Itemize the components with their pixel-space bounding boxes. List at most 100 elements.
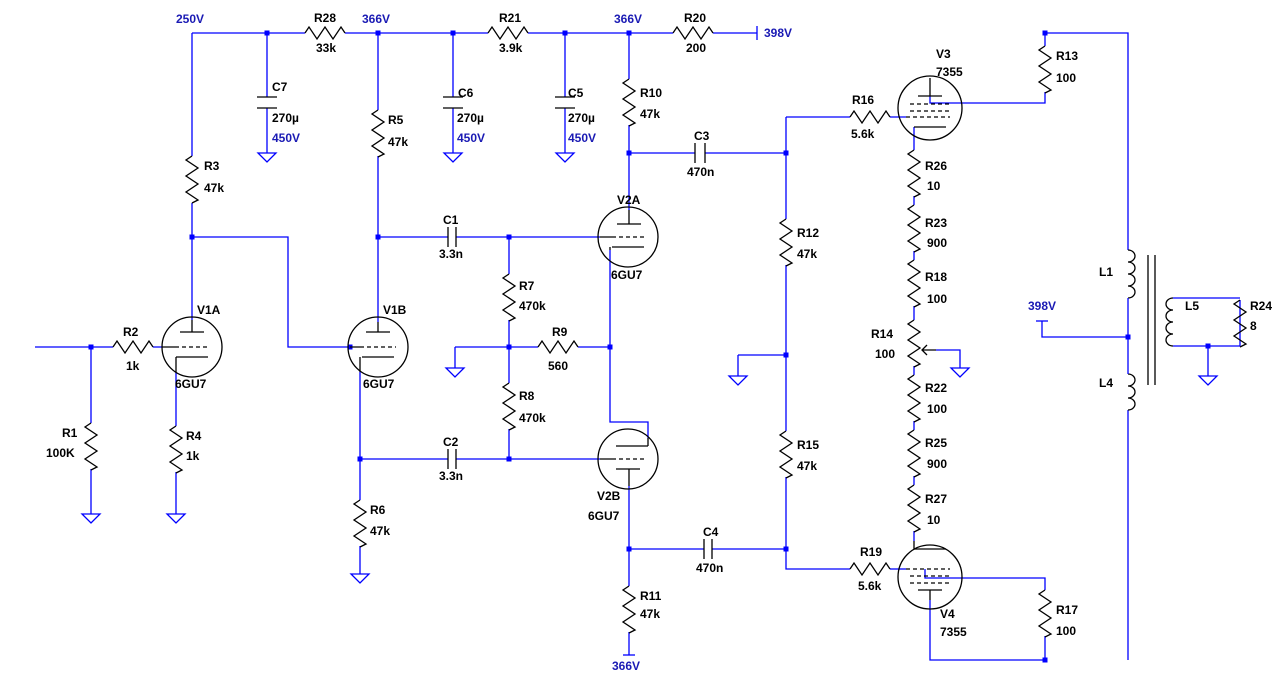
r27-value: 10	[927, 513, 941, 527]
net-label: 398V	[764, 26, 792, 40]
r21-resistor	[487, 25, 529, 41]
r24-name: R24	[1250, 299, 1272, 313]
c7-capacitor	[257, 96, 277, 109]
c7-value: 270µ	[272, 111, 299, 125]
ground-icon	[727, 355, 749, 386]
c3-value: 470n	[687, 165, 714, 179]
ground-icon	[949, 367, 971, 378]
l4-name: L4	[1099, 376, 1113, 390]
net-flags	[623, 26, 1048, 656]
v2a-type: 6GU7	[611, 268, 643, 282]
r10-name: R10	[640, 86, 662, 100]
r13-resistor	[1037, 45, 1053, 94]
ground-icon	[554, 152, 576, 163]
r6-resistor	[352, 499, 368, 548]
r22-value: 100	[927, 402, 947, 416]
tubes	[161, 75, 963, 610]
v2a-triode	[597, 206, 659, 268]
r22-name: R22	[925, 381, 947, 395]
c1-name: C1	[443, 213, 459, 227]
r20-resistor	[672, 25, 714, 41]
r12-value: 47k	[797, 247, 817, 261]
r18-name: R18	[925, 270, 947, 284]
c4-value: 470n	[696, 561, 723, 575]
r27-name: R27	[925, 492, 947, 506]
l4-inductor	[1127, 373, 1136, 411]
c7-name: C7	[272, 80, 288, 94]
l1-name: L1	[1099, 265, 1113, 279]
net-label: 366V	[612, 659, 640, 673]
r28-value: 33k	[316, 41, 336, 55]
r26-resistor	[906, 149, 922, 198]
ground-icon	[349, 573, 371, 584]
r24-value: 8	[1250, 319, 1257, 333]
v4-pentode	[897, 541, 963, 610]
v2a-name: V2A	[617, 193, 641, 207]
c2-value: 3.3n	[439, 469, 463, 483]
r17-name: R17	[1056, 603, 1078, 617]
r9-resistor	[537, 339, 579, 355]
c1-capacitor	[447, 227, 457, 247]
r20-value: 200	[686, 41, 706, 55]
r2-name: R2	[123, 325, 139, 339]
r28-name: R28	[314, 11, 336, 25]
c5-voltage: 450V	[568, 131, 596, 145]
ground-icon	[165, 513, 187, 524]
r14-name: R14	[871, 327, 893, 341]
ground-icon	[444, 347, 466, 378]
v3-name: V3	[936, 47, 951, 61]
v2b-type: 6GU7	[588, 509, 620, 523]
resistors	[83, 25, 1248, 638]
r8-name: R8	[519, 389, 535, 403]
r2-resistor	[112, 339, 154, 355]
r14-potentiometer	[906, 319, 922, 368]
r21-value: 3.9k	[499, 41, 523, 55]
r4-name: R4	[186, 429, 202, 443]
r15-name: R15	[797, 438, 819, 452]
r9-value: 560	[548, 359, 568, 373]
r19-value: 5.6k	[858, 579, 882, 593]
v1b-type: 6GU7	[363, 377, 395, 391]
r26-name: R26	[925, 159, 947, 173]
r10-value: 47k	[640, 107, 660, 121]
r28-resistor	[304, 25, 346, 41]
v3-pentode	[897, 75, 963, 141]
r7-value: 470k	[519, 299, 546, 313]
r6-name: R6	[370, 503, 386, 517]
r8-value: 470k	[519, 411, 546, 425]
r14-wiper	[921, 344, 936, 356]
r5-resistor	[370, 109, 386, 158]
r20-name: R20	[684, 11, 706, 25]
r8-resistor	[501, 382, 517, 431]
v4-name: V4	[940, 607, 955, 621]
r19-resistor	[849, 561, 891, 577]
v1a-type: 6GU7	[175, 377, 207, 391]
r1-value: 100K	[46, 446, 75, 460]
v1a-triode	[161, 316, 223, 378]
capacitors	[257, 96, 713, 559]
r16-value: 5.6k	[851, 127, 875, 141]
r15-value: 47k	[797, 459, 817, 473]
c7-voltage: 450V	[272, 131, 300, 145]
v1b-triode	[347, 316, 409, 378]
grounds	[80, 152, 1219, 584]
r26-value: 10	[927, 179, 941, 193]
labels: 250V 366V 366V 398V 398V 366V R28 33k R2…	[46, 11, 1272, 673]
r1-name: R1	[62, 426, 78, 440]
c2-capacitor	[447, 449, 457, 469]
r10-resistor	[621, 78, 637, 127]
l1-inductor	[1127, 249, 1136, 299]
r27-resistor	[906, 484, 922, 533]
r12-name: R12	[797, 226, 819, 240]
r19-name: R19	[860, 545, 882, 559]
r22-resistor	[906, 374, 922, 423]
r4-resistor	[168, 425, 184, 474]
ground-icon	[80, 513, 102, 524]
c4-name: C4	[703, 525, 719, 539]
r5-name: R5	[388, 113, 404, 127]
c3-name: C3	[694, 129, 710, 143]
r3-resistor	[184, 155, 200, 204]
r11-resistor	[621, 585, 637, 634]
v2b-name: V2B	[597, 489, 621, 503]
